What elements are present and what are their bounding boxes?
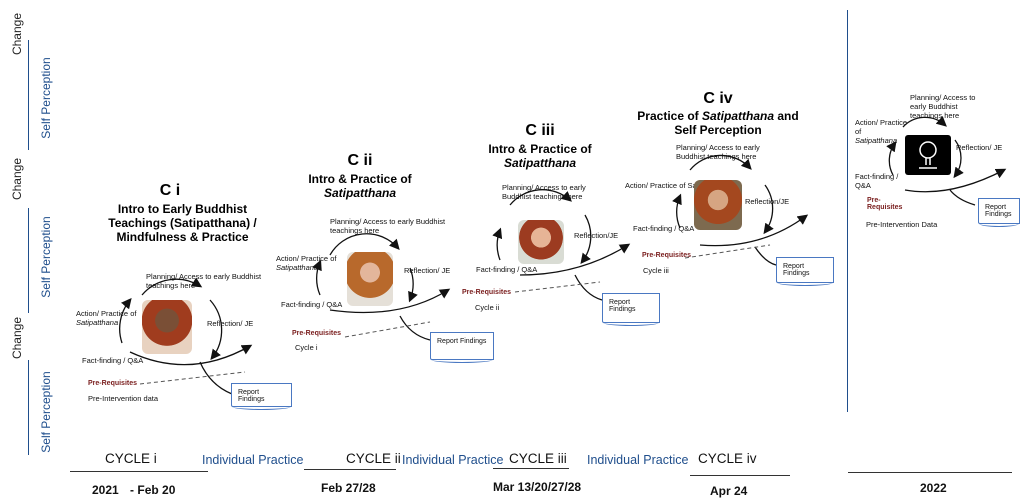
timeline-cycle-iv: CYCLE iv (698, 451, 757, 466)
cycle-i-title-line: Intro to Early Buddhist (117, 202, 248, 216)
cycle-iv-title: Practice of Satipatthana and Self Percep… (630, 109, 806, 138)
cycle-iv-code: C iv (703, 90, 733, 107)
cycle-ii-action-label: Action/ Practice of (276, 254, 337, 263)
cycle-i-pre-note: Pre-Intervention data (88, 394, 159, 403)
timeline-date-2: Feb 27/28 (321, 481, 376, 495)
timeline-individual-practice-2: Individual Practice (402, 453, 504, 467)
cycle-ii-title-line: Intro & Practice of (308, 172, 412, 186)
cycle-iv-title-line: Practice of Satipatthana and (630, 109, 806, 124)
panel-2022-action-em: Satipatthana (855, 136, 898, 145)
timeline-date-5: 2022 (920, 481, 947, 495)
cycle-i-report-text: Report Findings (238, 389, 265, 403)
panel-2022-fact: Fact-finding / Q&A (855, 172, 899, 190)
cycle-ii-title: Intro & Practice of Satipatthana (300, 172, 420, 201)
cycle-i-action-em: Satipatthana (76, 318, 119, 327)
monk-photo-1 (142, 300, 192, 354)
cycle-ii-code: C ii (347, 152, 373, 169)
cycle-iii-title: Intro & Practice of Satipatthana (480, 142, 600, 171)
panel-2022-action-label: Action/ Practice of (855, 118, 908, 136)
cycle-iii-cycle-note: Cycle ii (475, 303, 500, 312)
cycle-iii-planning: Planning/ Access to early Buddhist teach… (502, 183, 586, 201)
panel-2022-action: Action/ Practice of Satipatthana (855, 118, 915, 145)
panel-2022-prereq-2: Requisites (867, 204, 903, 211)
cycle-iii-report: Report Findings (602, 293, 660, 326)
cycle-i-title-line: Teachings (Satipatthana) / (108, 215, 257, 230)
cycle-iii-title-line: Intro & Practice of (488, 142, 592, 156)
monk-photo-3 (518, 220, 564, 264)
cycle-iv-prereq: Pre-Requisites (642, 252, 692, 259)
timeline-date-1: 2021 - Feb 20 (92, 483, 175, 497)
monk-photo-4 (694, 180, 742, 230)
cycle-iv-action: Action/ Practice of Satipatthana (625, 181, 730, 190)
timeline-rule (70, 471, 208, 472)
timeline-cycle-ii: CYCLE ii (346, 451, 401, 466)
cycle-iv-title-part: and (774, 109, 799, 123)
timeline-rule (493, 468, 569, 469)
axis-divider (28, 40, 29, 150)
panel-2022-reflection: Reflection/ JE (956, 143, 1003, 152)
cycle-i-title: Intro to Early Buddhist Teachings (Satip… (95, 202, 270, 244)
panel-2022-report: Report Findings (978, 198, 1020, 227)
cycle-ii-action: Action/ Practice of Satipatthana (276, 254, 356, 272)
panel-2022-prereq-1: Pre- (867, 197, 881, 204)
cycle-ii-report-text: Report Findings (437, 338, 487, 345)
timeline-rule (304, 469, 396, 470)
panel-2022-planning: Planning/ Access to early Buddhist teach… (910, 93, 976, 120)
cycle-iv-report-text: Report Findings (783, 263, 810, 277)
timeline-date-1a: 2021 (92, 483, 119, 497)
cycle-iii-prereq: Pre-Requisites (462, 289, 512, 296)
timeline-rule (848, 472, 1012, 473)
axis-divider (28, 360, 29, 455)
cycle-i-report: Report Findings (231, 383, 292, 410)
timeline-date-4: Apr 24 (710, 484, 748, 498)
timeline-date-1b: - Feb 20 (130, 483, 176, 497)
cycle-ii-cycle-note: Cycle i (295, 343, 318, 352)
cycle-i-fact: Fact-finding / Q&A (82, 356, 144, 365)
cycle-i-action-label: Action/ Practice of (76, 309, 137, 318)
cycle-i-prereq: Pre-Requisites (88, 380, 138, 387)
panel-2022-prereq: Pre- Requisites (867, 197, 902, 211)
cycle-iv-planning: Planning/ Access to early Buddhist teach… (676, 143, 760, 161)
cycle-i-action: Action/ Practice of Satipatthana (76, 309, 146, 327)
placeholder-person-icon (905, 135, 951, 175)
cycle-i-planning: Planning/ Access to early Buddhist teach… (146, 272, 262, 290)
cycle-ii-reflection: Reflection/ JE (404, 266, 451, 275)
cycle-ii-action-em: Satipatthana (276, 263, 319, 272)
cycle-iii-title-line: Satipatthana (503, 155, 576, 170)
cycle-iv-title-part: Practice of (637, 109, 702, 123)
panel-2022-report-text: Report Findings (985, 204, 1012, 218)
monk-photo-2 (347, 252, 393, 306)
cycle-iv-title-em: Satipatthana (702, 109, 775, 123)
cycle-iv-fact: Fact-finding / Q&A (633, 224, 695, 233)
timeline-individual-practice-1: Individual Practice (202, 453, 304, 467)
cycle-iv-report: Report Findings (776, 257, 834, 286)
panel-divider (847, 10, 848, 412)
timeline-cycle-iii: CYCLE iii (509, 451, 567, 466)
cycle-ii-title-line: Satipatthana (323, 185, 396, 200)
cycle-iv-cycle-note: Cycle iii (643, 266, 669, 275)
axis-divider (28, 208, 29, 313)
cycle-iii-code: C iii (525, 122, 555, 139)
cycle-iii-report-text: Report Findings (609, 299, 636, 313)
cycle-i-code: C i (159, 182, 181, 199)
cycle-iii-reflection: Reflection/JE (574, 231, 619, 240)
person-silhouette-icon (919, 141, 937, 169)
cycle-iv-title-line: Self Perception (674, 122, 762, 137)
timeline-date-3: Mar 13/20/27/28 (493, 480, 582, 494)
timeline-rule (690, 475, 790, 476)
timeline-individual-practice-3: Individual Practice (587, 453, 689, 467)
cycle-iv-reflection: Reflection/JE (745, 197, 790, 206)
cycle-ii-planning: Planning/ Access to early Buddhist teach… (330, 217, 446, 235)
cycle-iii-fact: Fact-finding / Q&A (476, 265, 538, 274)
cycle-ii-fact: Fact-finding / Q&A (281, 300, 343, 309)
panel-2022-pre-note: Pre-Intervention Data (866, 220, 938, 229)
timeline-cycle-i: CYCLE i (105, 451, 157, 466)
cycle-i-title-line: Mindfulness & Practice (116, 229, 249, 244)
cycle-ii-prereq: Pre-Requisites (292, 330, 342, 337)
cycle-ii-report: Report Findings (430, 332, 494, 363)
cycle-i-reflection: Reflection/ JE (207, 319, 254, 328)
